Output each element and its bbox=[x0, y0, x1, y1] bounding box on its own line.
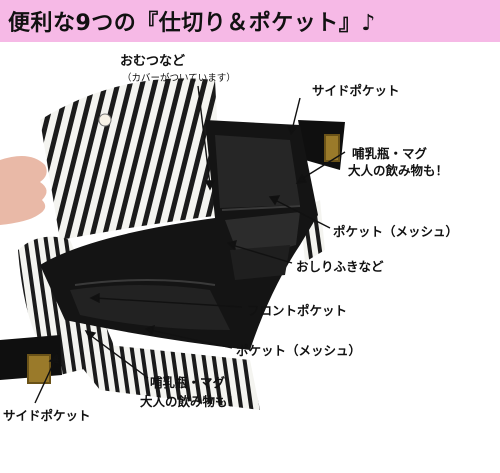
bottom-striped-band bbox=[60, 340, 260, 410]
label-bottle-bottom-1: 哺乳瓶・マグ bbox=[150, 375, 226, 390]
label-side-pocket-top: サイドポケット bbox=[312, 83, 400, 98]
banner-title: 便利な9つの『仕切り＆ポケット』♪ bbox=[8, 11, 376, 36]
label-bottle-top-1: 哺乳瓶・マグ bbox=[352, 146, 428, 161]
striped-flap bbox=[40, 78, 222, 240]
label-mesh-pocket-1: ポケット（メッシュ） bbox=[333, 224, 459, 239]
label-front-pocket: フロントポケット bbox=[247, 303, 348, 318]
right-buckle bbox=[324, 134, 340, 162]
title-banner: 便利な9つの『仕切り＆ポケット』♪ bbox=[0, 0, 500, 42]
label-bottle-bottom-2: 大人の飲み物も！ bbox=[140, 394, 241, 409]
hand bbox=[0, 156, 47, 225]
label-side-pocket-bottom: サイドポケット bbox=[3, 408, 91, 423]
label-diaper-note: （カバーがついています） bbox=[122, 73, 236, 84]
label-diaper: おむつなど bbox=[120, 54, 186, 69]
front-pocket-area bbox=[70, 285, 230, 330]
inner-compartment bbox=[215, 135, 300, 208]
label-wipes: おしりふきなど bbox=[296, 259, 384, 274]
flap-button bbox=[98, 113, 112, 127]
label-mesh-pocket-2: ポケット（メッシュ） bbox=[236, 343, 362, 358]
left-buckle bbox=[27, 354, 51, 384]
annotation-arrows bbox=[34, 85, 346, 404]
wipes-pocket-area bbox=[230, 245, 290, 280]
label-bottle-top-2: 大人の飲み物も！ bbox=[348, 163, 449, 178]
